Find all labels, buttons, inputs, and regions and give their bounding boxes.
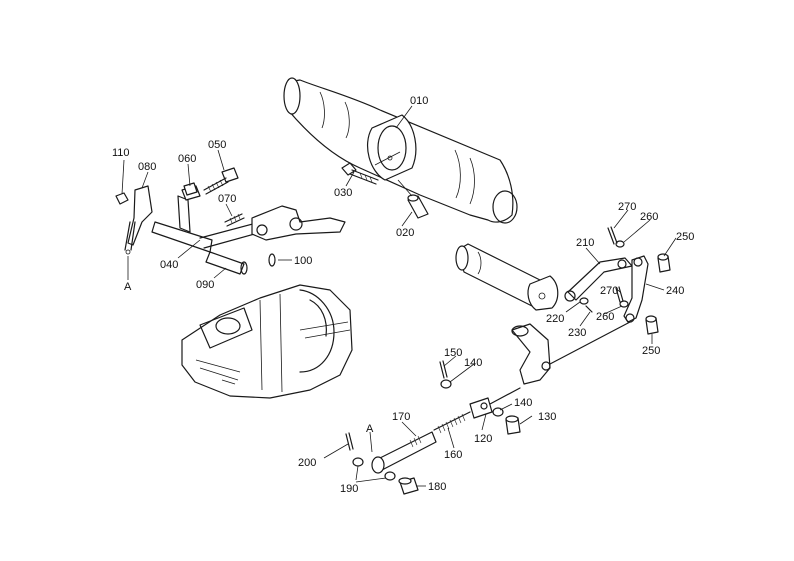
label-020: 020 (396, 227, 414, 239)
label-120: 120 (474, 433, 492, 445)
part-060-nut (183, 182, 198, 196)
part-180-bolt (398, 477, 419, 495)
part-110-nut (115, 192, 129, 205)
label-170: 170 (392, 411, 410, 423)
reference-a-right: A (366, 423, 374, 435)
transmission-housing (181, 284, 353, 399)
label-270-upper: 270 (618, 201, 636, 213)
label-090: 090 (196, 279, 214, 291)
label-060: 060 (178, 153, 196, 165)
label-070: 070 (218, 193, 236, 205)
part-labels: 010 020 030 040 050 060 070 080 090 100 … (112, 95, 694, 495)
part-030-bolt (341, 162, 379, 185)
lower-shaft-tube (455, 243, 559, 311)
label-210: 210 (576, 237, 594, 249)
part-220-washer (579, 297, 589, 305)
label-010: 010 (410, 95, 428, 107)
part-270-cotter-pin-lower (615, 286, 624, 303)
reference-a-left: A (124, 281, 132, 293)
part-250-bolt-lower (645, 315, 659, 335)
part-040-lever-shaft (151, 185, 263, 253)
part-140-washer-right (492, 407, 504, 417)
part-130-bolt (505, 415, 521, 435)
label-180: 180 (428, 481, 446, 493)
part-020-pin (397, 179, 429, 219)
part-100-snap-ring (268, 253, 276, 267)
label-230: 230 (568, 327, 586, 339)
label-140-right: 140 (514, 397, 532, 409)
leader-lines (121, 105, 677, 487)
part-200-cotter-pin (345, 432, 354, 451)
label-270-lower: 270 (600, 285, 618, 297)
label-050: 050 (208, 139, 226, 151)
part-120-rod-end (469, 387, 521, 419)
shift-fork-arm (251, 205, 346, 241)
part-150-cotter-pin (439, 360, 448, 379)
label-160: 160 (444, 449, 462, 461)
label-040: 040 (160, 259, 178, 271)
part-080-bracket (124, 185, 153, 255)
part-240-link (623, 255, 649, 323)
part-270-cotter-pin-upper (607, 226, 618, 245)
part-160-spring (433, 411, 471, 434)
label-250-lower: 250 (642, 345, 660, 357)
label-260-lower: 260 (596, 311, 614, 323)
part-070-spring-pin (224, 213, 245, 227)
label-250-upper: 250 (676, 231, 694, 243)
label-260-upper: 260 (640, 211, 658, 223)
label-140-left: 140 (464, 357, 482, 369)
part-260-washer-lower (619, 300, 629, 308)
label-200: 200 (298, 457, 316, 469)
main-shaft-tube (283, 77, 518, 224)
label-030: 030 (334, 187, 352, 199)
part-170-rod (371, 431, 437, 474)
label-100: 100 (294, 255, 312, 267)
label-240: 240 (666, 285, 684, 297)
label-190: 190 (340, 483, 358, 495)
part-090-pin (205, 251, 248, 275)
shift-arm-bracket (511, 321, 631, 385)
label-110: 110 (112, 147, 130, 159)
label-080: 080 (138, 161, 156, 173)
part-050-bolt (203, 167, 239, 195)
label-220: 220 (546, 313, 564, 325)
part-260-washer-upper (615, 240, 625, 248)
part-140-washer-left (440, 379, 452, 389)
part-250-bolt-upper (657, 253, 671, 273)
part-210-lever (564, 257, 633, 302)
label-150: 150 (444, 347, 462, 359)
part-230-pin (585, 305, 593, 313)
label-130: 130 (538, 411, 556, 423)
